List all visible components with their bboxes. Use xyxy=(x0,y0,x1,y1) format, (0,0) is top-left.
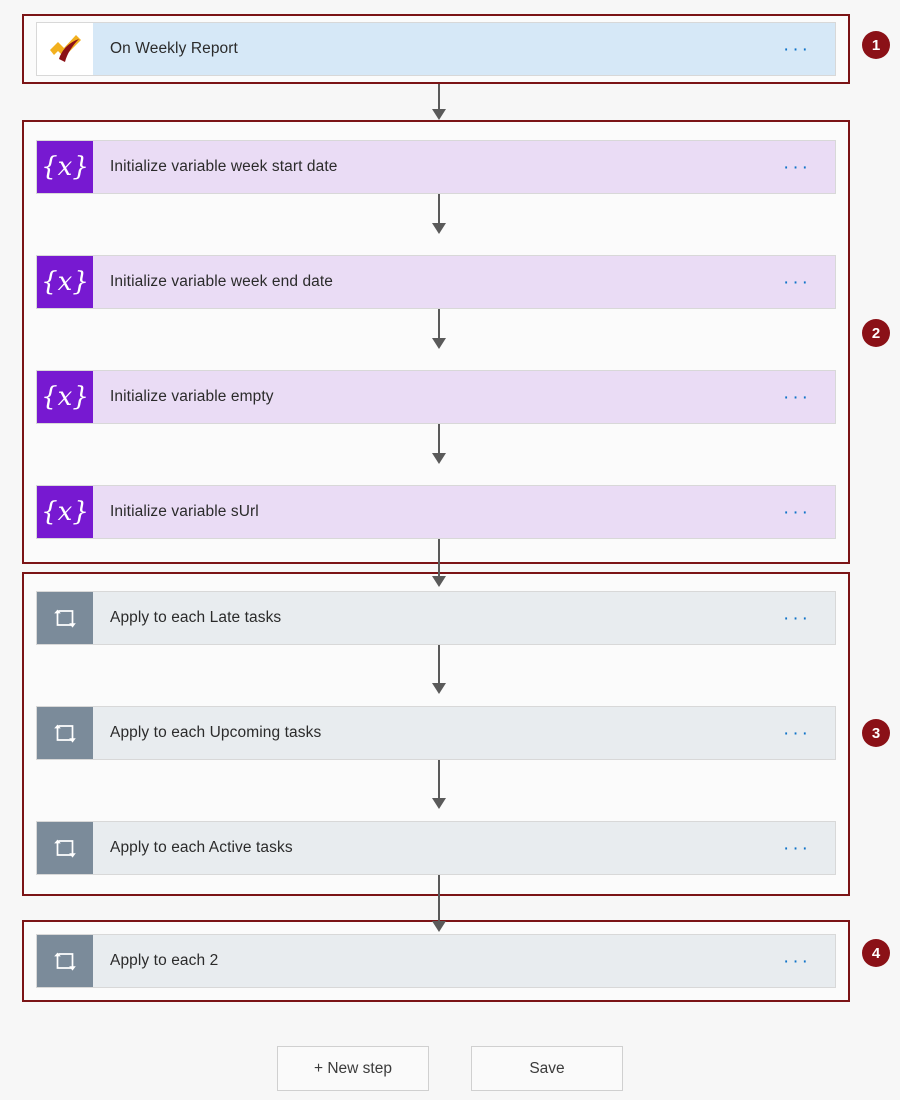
step-menu-button[interactable]: ··· xyxy=(783,156,811,178)
group-badge-2: 2 xyxy=(862,319,890,347)
step-menu-button[interactable]: ··· xyxy=(783,386,811,408)
connector-arrow xyxy=(432,874,446,932)
connector-arrow xyxy=(432,184,446,234)
variable-braces-x-icon: {x} xyxy=(37,486,93,538)
variable-braces-x-icon: {x} xyxy=(37,371,93,423)
step-card-init-surl[interactable]: {x} Initialize variable sUrl ··· xyxy=(36,485,836,539)
step-card-on-weekly-report[interactable]: On Weekly Report ··· xyxy=(36,22,836,76)
connector-arrow xyxy=(432,299,446,349)
step-card-apply-each-active-tasks[interactable]: Apply to each Active tasks ··· xyxy=(36,821,836,875)
step-menu-button[interactable]: ··· xyxy=(783,271,811,293)
connector-arrow xyxy=(432,759,446,809)
step-title: Initialize variable week end date xyxy=(110,273,334,290)
variable-braces-x-icon: {x} xyxy=(37,141,93,193)
connector-arrow xyxy=(432,644,446,694)
step-menu-button[interactable]: ··· xyxy=(783,950,811,972)
weekly-report-chart-icon xyxy=(37,23,93,75)
step-title: Apply to each 2 xyxy=(110,952,219,969)
step-menu-button[interactable]: ··· xyxy=(783,722,811,744)
step-card-apply-each-upcoming-tasks[interactable]: Apply to each Upcoming tasks ··· xyxy=(36,706,836,760)
step-menu-button[interactable]: ··· xyxy=(783,607,811,629)
loop-repeat-icon xyxy=(37,935,93,987)
variable-braces-x-icon: {x} xyxy=(37,256,93,308)
connector-arrow xyxy=(432,414,446,464)
step-card-apply-each-late-tasks[interactable]: Apply to each Late tasks ··· xyxy=(36,591,836,645)
step-title: Apply to each Late tasks xyxy=(110,609,282,626)
step-card-init-empty[interactable]: {x} Initialize variable empty ··· xyxy=(36,370,836,424)
loop-repeat-icon xyxy=(37,707,93,759)
save-button[interactable]: Save xyxy=(471,1046,623,1091)
connector-arrow xyxy=(432,529,446,587)
loop-repeat-icon xyxy=(37,822,93,874)
group-badge-1: 1 xyxy=(862,31,890,59)
step-card-init-week-end-date[interactable]: {x} Initialize variable week end date ··… xyxy=(36,255,836,309)
step-title: Apply to each Active tasks xyxy=(110,839,293,856)
loop-repeat-icon xyxy=(37,592,93,644)
step-title: Initialize variable empty xyxy=(110,388,274,405)
group-badge-3: 3 xyxy=(862,719,890,747)
step-menu-button[interactable]: ··· xyxy=(783,501,811,523)
step-title: Apply to each Upcoming tasks xyxy=(110,724,322,741)
step-title: On Weekly Report xyxy=(110,40,238,57)
footer-actions: + New step Save xyxy=(0,1046,900,1091)
connector-arrow xyxy=(432,84,446,120)
step-menu-button[interactable]: ··· xyxy=(783,837,811,859)
new-step-button[interactable]: + New step xyxy=(277,1046,429,1091)
step-title: Initialize variable sUrl xyxy=(110,503,259,520)
group-badge-4: 4 xyxy=(862,939,890,967)
step-card-init-week-start-date[interactable]: {x} Initialize variable week start date … xyxy=(36,140,836,194)
step-card-apply-each-2[interactable]: Apply to each 2 ··· xyxy=(36,934,836,988)
step-menu-button[interactable]: ··· xyxy=(783,38,811,60)
step-title: Initialize variable week start date xyxy=(110,158,338,175)
